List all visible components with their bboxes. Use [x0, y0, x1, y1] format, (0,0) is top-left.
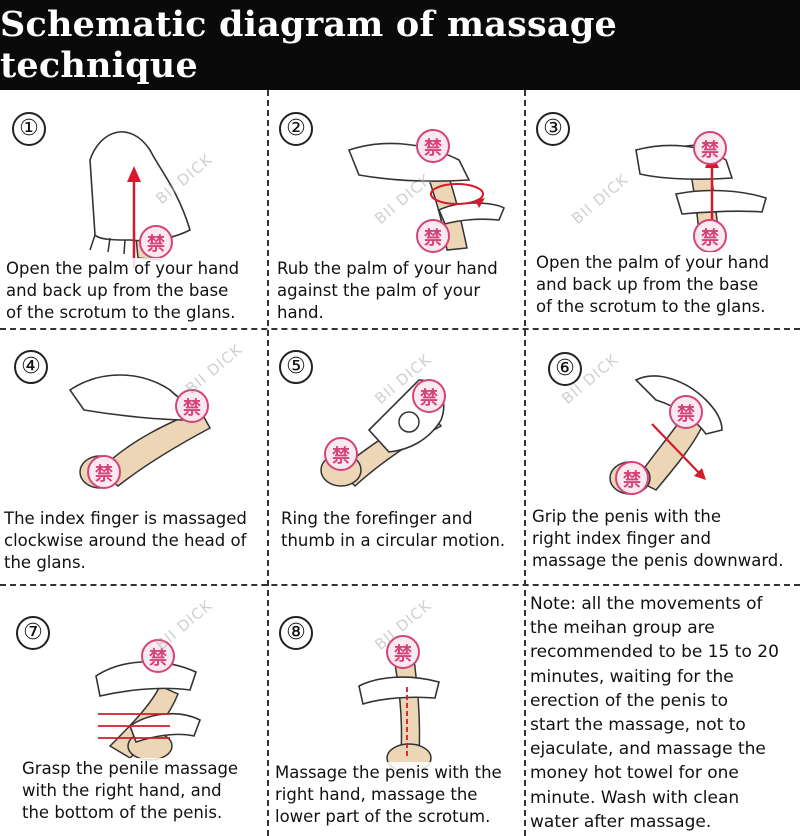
step-number: ④	[14, 350, 48, 384]
step-caption: Grip the penis with the right index fing…	[532, 506, 784, 572]
censor-glyph: 禁	[147, 234, 165, 255]
censor-icon	[416, 129, 450, 163]
hand-illustration	[89, 131, 191, 268]
censor-icon	[175, 389, 209, 423]
step-4-panel: ④ 禁 禁 BII DICK The index finger is massa…	[0, 330, 267, 584]
censor-icon	[87, 455, 121, 489]
step-caption: The index finger is massaged clockwise a…	[4, 508, 247, 574]
censor-glyph: 禁	[623, 470, 641, 491]
page-title: Schematic diagram of massage technique	[0, 4, 617, 86]
censor-glyph: 禁	[424, 228, 442, 249]
hand-illustration	[95, 661, 202, 761]
censor-icon	[412, 379, 446, 413]
step-3-panel: ③ 禁 禁 BII DICK Open the palm of your han…	[526, 90, 800, 328]
title-bar: Schematic diagram of massage technique	[0, 0, 800, 90]
step-2-panel: ② 禁 禁 BII DICK Rub the palm of your hand…	[269, 90, 524, 328]
censor-icon	[141, 639, 175, 673]
censor-glyph: 禁	[183, 398, 201, 419]
censor-glyph: 禁	[701, 228, 719, 249]
technique-grid: ① 禁 BII DICK Open the palm of your hand …	[0, 90, 800, 836]
grid-divider	[0, 584, 800, 586]
step-number: ⑦	[16, 616, 50, 650]
censor-glyph: 禁	[394, 644, 412, 665]
grid-divider	[0, 328, 800, 330]
censor-glyph: 禁	[420, 388, 438, 409]
censor-glyph: 禁	[149, 648, 167, 669]
step-caption: Rub the palm of your hand against the pa…	[277, 258, 498, 324]
step-caption: Massage the penis with the right hand, m…	[275, 762, 502, 828]
note-text: Note: all the movements of the meihan gr…	[530, 594, 779, 832]
censor-icon	[416, 219, 450, 253]
censor-icon	[693, 131, 727, 165]
step-caption: Open the palm of your hand and back up f…	[536, 252, 770, 318]
step-1-panel: ① 禁 BII DICK Open the palm of your hand …	[0, 90, 267, 328]
step-number: ⑤	[279, 350, 313, 384]
step-caption: Grasp the penile massage with the right …	[22, 758, 239, 824]
step-caption: Open the palm of your hand and back up f…	[6, 258, 240, 324]
censor-glyph: 禁	[95, 464, 113, 485]
step-number: ⑧	[279, 616, 313, 650]
step-number: ③	[536, 112, 570, 146]
censor-icon	[669, 395, 703, 429]
grid-divider	[267, 90, 269, 836]
hand-illustration	[635, 143, 767, 249]
step-number: ②	[279, 112, 313, 146]
grid-divider	[524, 90, 526, 836]
censor-glyph: 禁	[424, 138, 442, 159]
censor-icon	[615, 461, 649, 495]
hand-illustration	[320, 379, 445, 488]
censor-icon	[386, 635, 420, 669]
step-8-panel: ⑧ 禁 BII DICK Massage the penis with the …	[269, 586, 524, 836]
hand-illustration	[609, 375, 723, 495]
hand-illustration	[358, 649, 440, 773]
step-7-panel: ⑦ 禁 BII DICK Grasp the penile massage wi…	[0, 586, 267, 836]
censor-icon	[324, 437, 358, 471]
step-6-panel: ⑥ 禁 禁 BII DICK Grip the penis with the r…	[526, 330, 800, 584]
censor-glyph: 禁	[677, 404, 695, 425]
step-number: ①	[12, 112, 46, 146]
step-5-panel: ⑤ 禁 禁 BII DICK Ring the forefinger and t…	[269, 330, 524, 584]
censor-glyph: 禁	[332, 446, 350, 467]
hand-illustration	[347, 142, 506, 251]
censor-glyph: 禁	[701, 140, 719, 161]
step-caption: Ring the forefinger and thumb in a circu…	[281, 508, 506, 552]
step-number: ⑥	[548, 352, 582, 386]
